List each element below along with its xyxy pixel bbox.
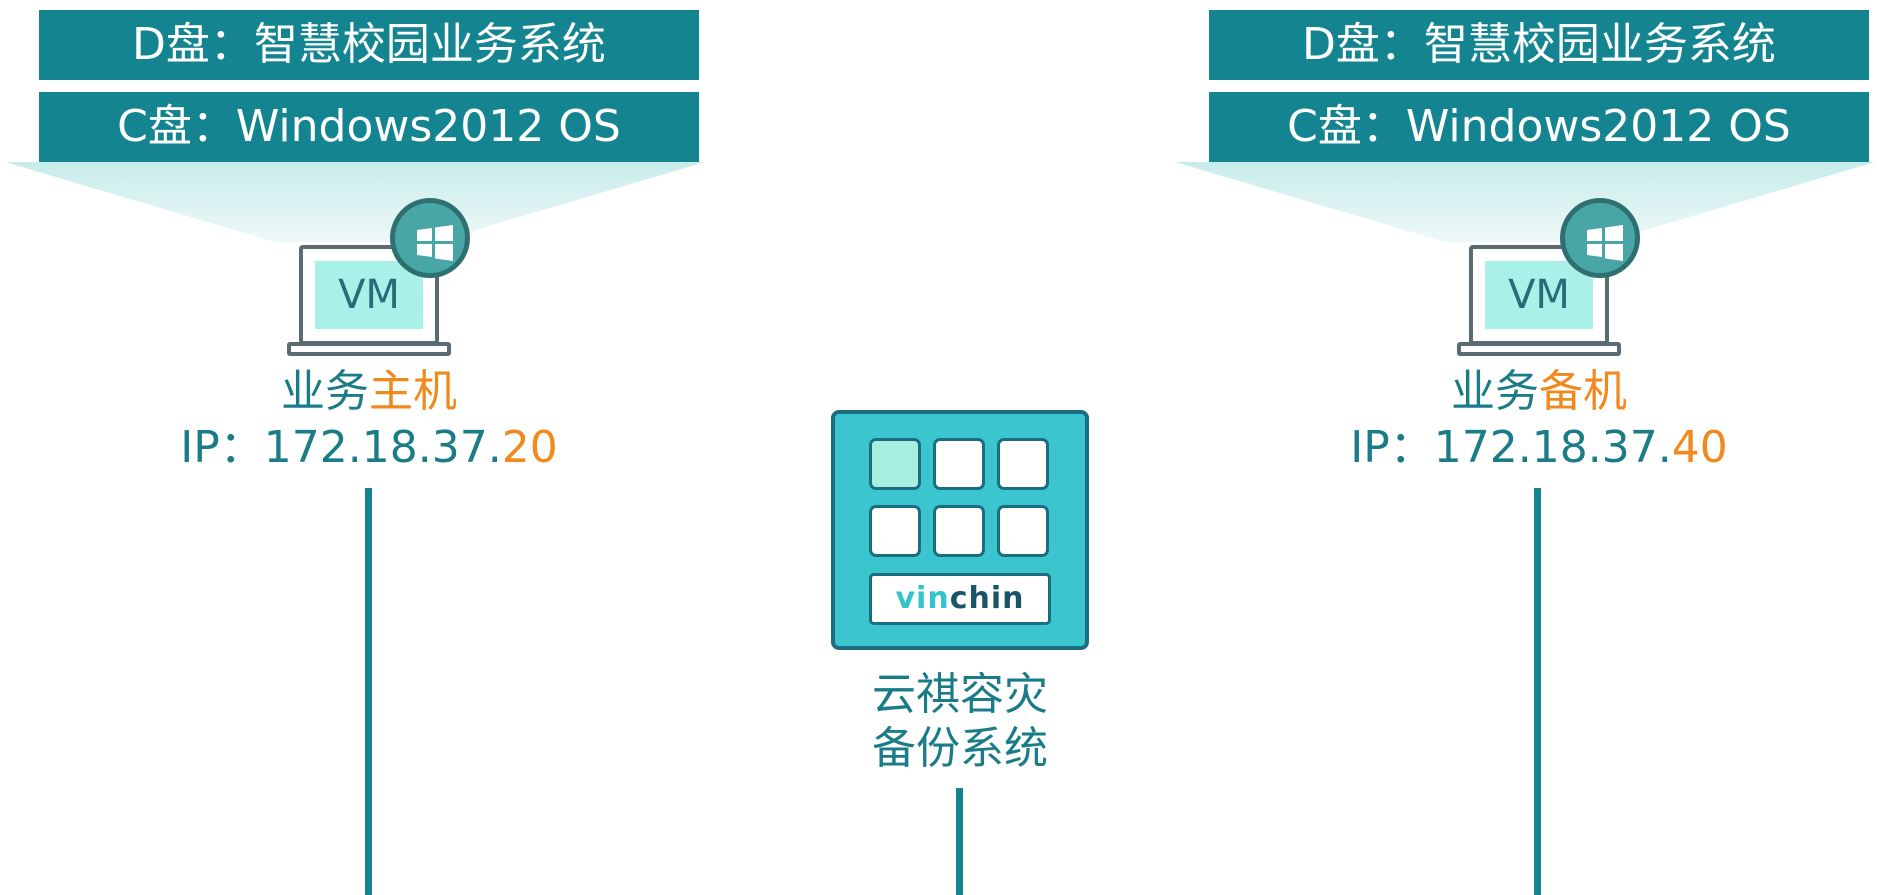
standby-host-name-prefix: 业务 bbox=[1451, 366, 1539, 417]
standby-connection-line bbox=[1534, 488, 1541, 895]
backup-system-name-line1: 云祺容灾 bbox=[872, 669, 1048, 720]
appliance-tile bbox=[933, 505, 985, 557]
vinchin-logo: vinchin bbox=[869, 573, 1051, 625]
standby-host-name: 业务备机 bbox=[1339, 364, 1739, 420]
windows-icon bbox=[1560, 198, 1640, 278]
vinchin-appliance-icon: vinchin bbox=[831, 410, 1089, 650]
standby-disk-beam bbox=[1175, 162, 1875, 242]
standby-host-role: 备机 bbox=[1539, 366, 1627, 417]
standby-vm-screen-label: VM bbox=[1485, 261, 1593, 329]
appliance-tile bbox=[997, 505, 1049, 557]
standby-ip-suffix: 40 bbox=[1671, 422, 1728, 473]
primary-host-ip: IP：172.18.37.20 bbox=[119, 420, 619, 476]
standby-disk-d-banner: D盘：智慧校园业务系统 bbox=[1209, 10, 1869, 80]
backup-connection-line bbox=[956, 788, 963, 895]
standby-disk-c-banner: C盘：Windows2012 OS bbox=[1209, 92, 1869, 162]
primary-disk-beam bbox=[5, 162, 705, 242]
windows-icon bbox=[390, 198, 470, 278]
appliance-tile bbox=[933, 438, 985, 490]
primary-host-name-prefix: 业务 bbox=[281, 366, 369, 417]
standby-ip-prefix: IP：172.18.37. bbox=[1350, 422, 1672, 473]
primary-host-role: 主机 bbox=[369, 366, 457, 417]
vinchin-logo-vin: vin bbox=[895, 581, 950, 616]
vinchin-logo-chin: chin bbox=[949, 581, 1025, 616]
primary-host-name: 业务主机 bbox=[169, 364, 569, 420]
standby-host-ip: IP：172.18.37.40 bbox=[1289, 420, 1789, 476]
backup-system-name-line2: 备份系统 bbox=[872, 723, 1048, 774]
appliance-tile bbox=[997, 438, 1049, 490]
appliance-tile bbox=[869, 438, 921, 490]
primary-disk-d-banner: D盘：智慧校园业务系统 bbox=[39, 10, 699, 80]
primary-disk-c-banner: C盘：Windows2012 OS bbox=[39, 92, 699, 162]
primary-ip-prefix: IP：172.18.37. bbox=[180, 422, 502, 473]
primary-ip-suffix: 20 bbox=[501, 422, 558, 473]
backup-system-name: 云祺容灾 备份系统 bbox=[760, 668, 1160, 776]
appliance-tile bbox=[869, 505, 921, 557]
primary-connection-line bbox=[365, 488, 372, 895]
primary-vm-screen-label: VM bbox=[315, 261, 423, 329]
